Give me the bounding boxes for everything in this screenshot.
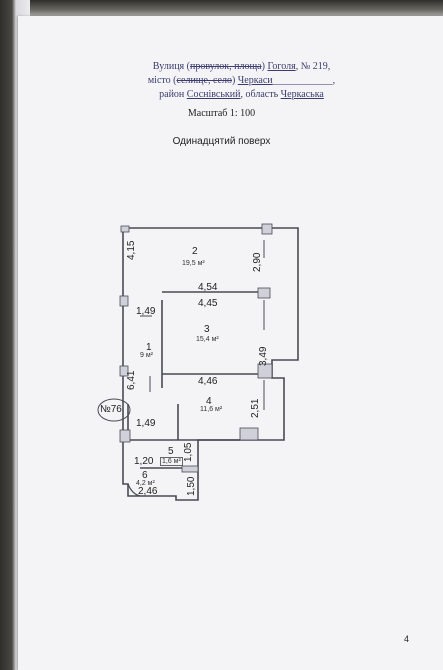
dimension-label: 1,20 <box>134 456 154 467</box>
dimension-label: 6,41 <box>126 370 137 390</box>
address-block: Вулиця (провулок, площа) Гоголя, № 219, … <box>40 60 443 102</box>
page-number: 4 <box>403 634 409 644</box>
scale-label: Масштаб 1: 100 <box>187 108 256 119</box>
dimension-label: 4,15 <box>126 240 137 260</box>
room-2-area: 19,5 м² <box>182 260 205 267</box>
region-name: Черкаська <box>280 89 324 100</box>
dimension-label: 3,49 <box>258 346 269 366</box>
city-mid: ) <box>231 75 238 86</box>
room-6-number: 6 <box>142 470 148 481</box>
wall-segment <box>119 295 129 307</box>
dimension-label: 1,50 <box>186 476 197 496</box>
apartment-label-circle <box>97 398 131 422</box>
wall-segment <box>239 427 259 441</box>
dimension-label: 1,49 <box>136 418 156 429</box>
room-2-number: 2 <box>192 246 198 257</box>
dimension-label: 2,46 <box>138 486 158 497</box>
dimension-label: 4,45 <box>198 298 218 309</box>
region-prefix: , область <box>240 89 281 100</box>
address-line-street: Вулиця (провулок, площа) Гоголя, № 219, <box>40 60 443 74</box>
room-3-number: 3 <box>204 324 210 335</box>
street-struck-options: провулок, площа <box>190 61 262 72</box>
room-1-area: 9 м² <box>140 352 153 359</box>
city-blank: ____________, <box>272 75 336 86</box>
dimension-label: 2,90 <box>252 252 263 272</box>
wall-segment <box>119 429 131 443</box>
room-4-number: 4 <box>206 396 212 407</box>
bath-curve <box>127 483 141 497</box>
room-6-area: 4,2 м² <box>136 480 155 487</box>
room-3-area: 15,4 м² <box>196 336 219 343</box>
wall-segment <box>257 363 273 379</box>
address-line-district: район Соснівський, область Черкаська <box>40 88 443 102</box>
street-mid: ) <box>261 61 268 72</box>
room-5-area: 1,6 м² <box>160 457 183 466</box>
house-number: , № 219, <box>295 61 331 72</box>
street-prefix: Вулиця ( <box>152 61 190 72</box>
dimension-label: 4,54 <box>198 282 218 293</box>
document-page <box>18 16 443 670</box>
apartment-number: №76 <box>100 404 122 415</box>
city-struck-options: селище, село <box>176 75 232 86</box>
room-1-number: 1 <box>146 342 152 353</box>
wall-segment <box>119 365 129 377</box>
city-name: Черкаси <box>237 75 273 86</box>
floor-title: Одинадцятий поверх <box>172 136 271 147</box>
address-line-city: місто (селище, село) Черкаси____________… <box>40 74 443 88</box>
wall-segment <box>261 223 273 235</box>
district-name: Соснівський <box>186 89 241 100</box>
dimension-label: 2,51 <box>250 398 261 418</box>
room-5-number: 5 <box>168 446 174 457</box>
wall-segment <box>120 225 130 233</box>
dimension-label: 1,05 <box>183 442 194 462</box>
street-name: Гоголя <box>267 61 296 72</box>
city-prefix: місто ( <box>147 75 177 86</box>
district-prefix: район <box>159 89 187 100</box>
wall-segment <box>181 465 199 473</box>
room-4-area: 11,6 м² <box>200 406 223 413</box>
wall-segment <box>257 287 271 299</box>
dimension-label: 4,46 <box>198 376 218 387</box>
dimension-label: 1,49 <box>136 306 156 317</box>
